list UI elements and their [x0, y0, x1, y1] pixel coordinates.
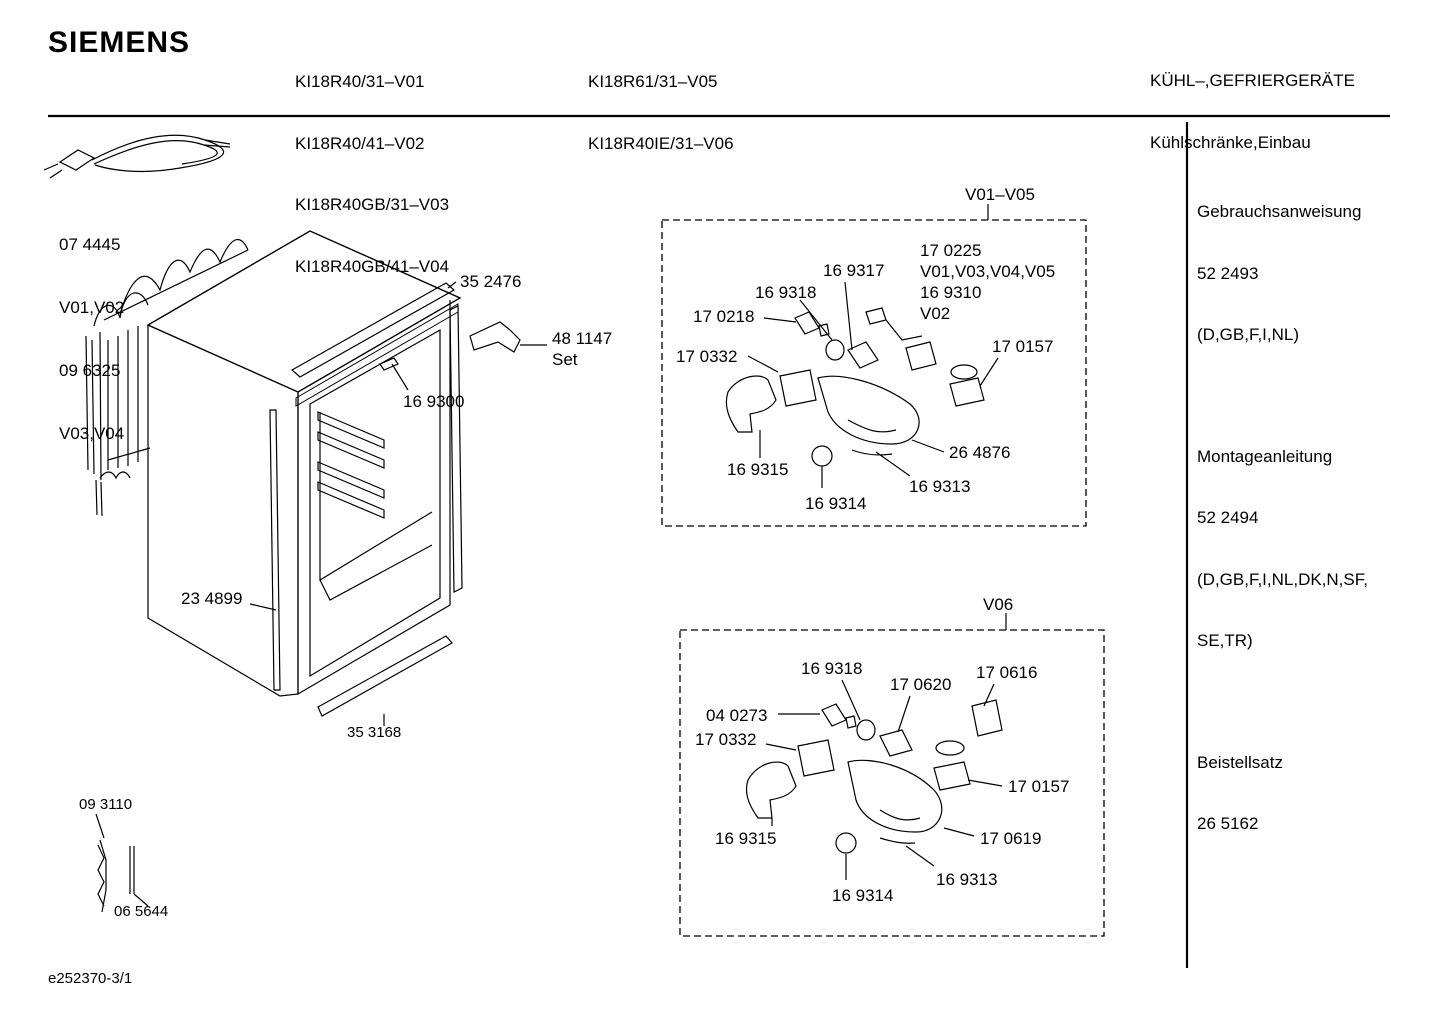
doc-line: SE,TR): [1197, 631, 1253, 650]
thermostat-probe-illustration: [95, 813, 149, 913]
cabinet-illustration: [146, 230, 521, 717]
model-item: KI18R40/31–V01: [295, 72, 425, 91]
part-number: 16 9313: [909, 477, 971, 496]
box-v01-v05-parts: [725, 281, 999, 488]
part-number: 17 0218: [693, 307, 755, 326]
part-number: 09 3110: [79, 796, 133, 813]
part-number: 06 5644: [114, 903, 169, 920]
model-item: KI18R40/41–V02: [295, 133, 425, 153]
part-number: 17 0157: [1008, 777, 1070, 796]
main-leader-lines: [249, 281, 547, 726]
part-number: 04 0273: [706, 706, 768, 725]
part-number: 35 2476: [460, 272, 522, 291]
category-line: KÜHL–,GEFRIERGERÄTE: [1150, 71, 1355, 90]
doc-title: Gebrauchsanweisung: [1197, 202, 1362, 221]
part-number: 16 9310: [920, 283, 982, 302]
model-item: KI18R40GB/41–V04: [295, 256, 450, 276]
part-number: 23 4899: [181, 589, 243, 608]
category-title: KÜHL–,GEFRIERGERÄTE Kühlschränke,Einbau: [1150, 30, 1355, 174]
cable-labels: 07 4445 V01,V02 09 6325 V03,V04: [59, 192, 124, 465]
part-number: 16 9314: [832, 886, 894, 905]
part-number: 07 4445: [59, 235, 121, 254]
doc-title: Montageanleitung: [1197, 446, 1333, 466]
part-number: 16 9317: [823, 261, 885, 280]
part-number: 17 0619: [980, 829, 1042, 848]
part-number: 17 0620: [890, 675, 952, 694]
part-number: 17 0225: [920, 241, 982, 260]
variant-box-title: V01–V05: [965, 185, 1035, 204]
part-number: 16 9313: [936, 870, 998, 889]
box-v01-v05-frame: [661, 219, 1087, 527]
sidebar-docs: Gebrauchsanweisung 52 2493 (D,GB,F,I,NL)…: [1197, 161, 1368, 855]
condenser-coil-illustration: [85, 238, 249, 517]
part-number: 09 6325: [59, 361, 121, 380]
doc-title: Beistellsatz: [1197, 752, 1283, 772]
box-v06-frame: [679, 629, 1105, 937]
part-number: 16 9318: [755, 283, 817, 302]
variant-label: V03,V04: [59, 424, 125, 443]
part-number: 48 1147: [552, 329, 613, 348]
part-number: 17 0332: [676, 347, 738, 366]
part-number: 16 9300: [403, 392, 465, 411]
set-label: Set: [552, 350, 578, 369]
power-cable-illustration: [43, 134, 231, 179]
part-number: 17 0616: [976, 663, 1038, 682]
part-number: 35 3168: [347, 724, 402, 741]
drawing-code: e252370-3/1: [48, 970, 133, 987]
part-number: 26 4876: [949, 443, 1011, 462]
model-item: KI18R40IE/31–V06: [588, 133, 734, 153]
model-list-col2: KI18R61/31–V05 KI18R40IE/31–V06: [588, 31, 734, 175]
part-number: 16 9315: [715, 829, 777, 848]
doc-line: (D,GB,F,I,NL): [1197, 325, 1300, 344]
part-number: 16 9314: [805, 494, 867, 513]
part-number: 17 0332: [695, 730, 757, 749]
model-item: KI18R61/31–V05: [588, 72, 718, 91]
doc-line: 26 5162: [1197, 814, 1259, 833]
brand-logo: SIEMENS: [48, 26, 191, 59]
variant-label: V01,V03,V04,V05: [920, 262, 1056, 281]
part-number: 16 9315: [727, 460, 789, 479]
doc-line: 52 2493: [1197, 263, 1259, 283]
variant-label: V01,V02: [59, 298, 125, 317]
model-list-col1: KI18R40/31–V01 KI18R40/41–V02 KI18R40GB/…: [295, 31, 449, 298]
doc-line: (D,GB,F,I,NL,DK,N,SF,: [1197, 569, 1368, 589]
category-line: Kühlschränke,Einbau: [1150, 132, 1311, 152]
box-v06-parts: [745, 679, 1003, 880]
model-item: KI18R40GB/31–V03: [295, 195, 450, 214]
part-number: 16 9318: [801, 659, 863, 678]
variant-box-title: V06: [983, 595, 1014, 614]
doc-line: 52 2494: [1197, 508, 1259, 527]
variant-label: V02: [920, 304, 951, 323]
part-number: 17 0157: [992, 337, 1054, 356]
